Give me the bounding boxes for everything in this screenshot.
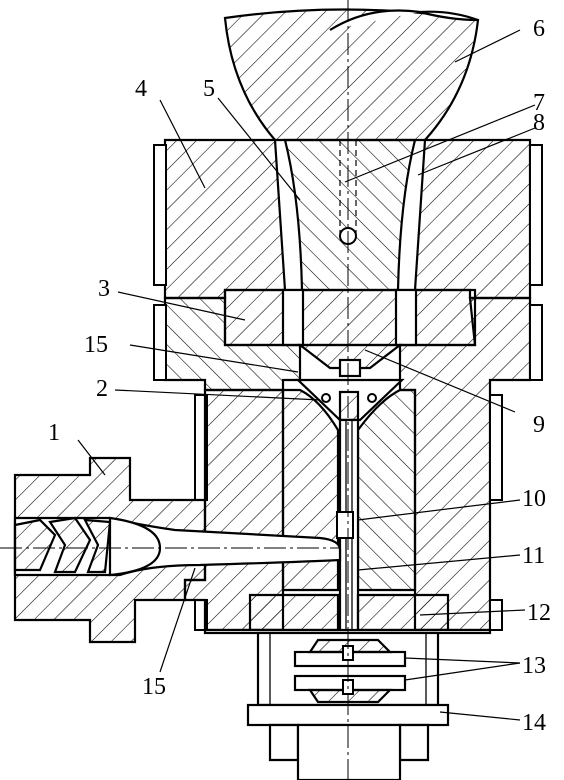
blowing-core	[283, 138, 417, 292]
callout-15-lower: 15	[142, 674, 166, 700]
callout-14: 14	[522, 710, 546, 736]
callout-11: 11	[522, 543, 545, 569]
callout-4: 4	[135, 76, 147, 102]
callout-2: 2	[96, 376, 108, 402]
callout-labels: 1 2 3 4 5 6 7 8 9 10 11 12 13 14 15 15	[48, 16, 551, 736]
leader-lines	[77, 29, 536, 721]
callout-15-upper: 15	[84, 332, 108, 358]
callout-13: 13	[522, 653, 546, 679]
callout-1: 1	[48, 420, 60, 446]
distributor-cone	[295, 358, 405, 422]
clamping-ring	[223, 288, 477, 347]
callout-7: 7	[533, 90, 545, 116]
lower-die-body	[153, 296, 543, 632]
callout-9: 9	[533, 412, 545, 438]
extruder-screw	[13, 516, 112, 574]
callout-8: 8	[533, 110, 545, 136]
callout-10: 10	[522, 486, 546, 512]
callout-5: 5	[203, 76, 215, 102]
nozzle-tip	[296, 343, 404, 370]
callout-12: 12	[527, 600, 551, 626]
callout-6: 6	[533, 16, 545, 42]
parison-top-part	[223, 8, 480, 142]
callout-3: 3	[98, 276, 110, 302]
